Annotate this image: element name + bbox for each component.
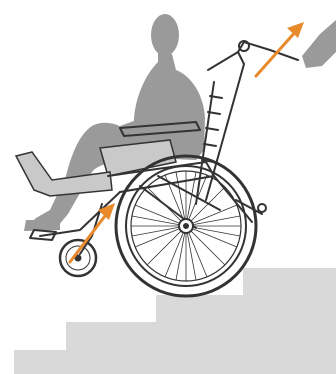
caster-wheel [60, 240, 96, 276]
rear-wheel [116, 156, 256, 296]
lift-arrow-front-icon [70, 203, 115, 262]
stair-steps [14, 268, 336, 374]
person-foot [24, 220, 60, 231]
anti-tip-wheel [258, 204, 266, 212]
lift-arrow-handle-icon [256, 22, 304, 76]
hub-center [184, 224, 189, 229]
staircase [14, 268, 336, 374]
person-head [151, 14, 179, 56]
helper-hand [302, 20, 336, 68]
